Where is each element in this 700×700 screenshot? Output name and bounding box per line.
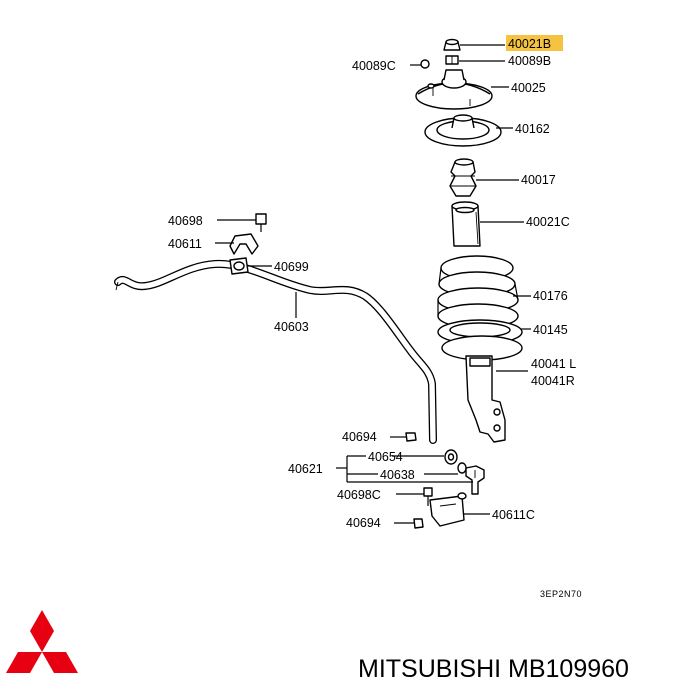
part-40654-bushing[interactable] <box>444 449 458 465</box>
brand-part-number: MITSUBISHI MB109960 <box>358 655 629 683</box>
part-40025[interactable] <box>415 69 493 110</box>
label-40089C: 40089C <box>352 59 396 73</box>
label-40017: 40017 <box>521 173 556 187</box>
part-40162[interactable] <box>424 114 502 147</box>
label-40021C: 40021C <box>526 215 570 229</box>
label-40611C: 40611C <box>492 508 535 522</box>
part-40694-nut-b[interactable] <box>413 518 424 529</box>
part-40041[interactable] <box>441 335 523 443</box>
part-40089B[interactable] <box>445 55 459 65</box>
label-40041R: 40041R <box>531 374 575 388</box>
mitsubishi-logo-icon <box>6 610 78 673</box>
part-40611-bracket[interactable] <box>229 233 259 255</box>
part-40698-bolt[interactable] <box>255 213 267 232</box>
part-40638-washer[interactable] <box>457 462 467 474</box>
label-40698C: 40698C <box>337 488 381 502</box>
label-40694-b: 40694 <box>346 516 381 530</box>
label-40603: 40603 <box>274 320 309 334</box>
label-40025: 40025 <box>511 81 546 95</box>
part-40694-nut-a[interactable] <box>405 432 417 442</box>
label-40694-a: 40694 <box>342 430 377 444</box>
highlighted-part-marker <box>506 35 563 51</box>
part-40621-link[interactable] <box>465 465 485 495</box>
label-40176: 40176 <box>533 289 568 303</box>
label-40041L: 40041 L <box>531 357 576 371</box>
label-40145: 40145 <box>533 323 568 337</box>
part-40611C-bracket[interactable] <box>429 492 467 527</box>
label-40021B: 40021B <box>508 37 551 51</box>
part-40021B[interactable] <box>443 38 461 51</box>
part-40021C[interactable] <box>451 201 481 247</box>
label-40699: 40699 <box>274 260 309 274</box>
part-40698C-bolt[interactable] <box>423 487 433 506</box>
label-40698: 40698 <box>168 214 203 228</box>
label-40162: 40162 <box>515 122 550 136</box>
part-40089C[interactable] <box>420 59 430 69</box>
part-40017[interactable] <box>449 158 477 197</box>
label-40089B: 40089B <box>508 54 551 68</box>
label-40638: 40638 <box>380 468 415 482</box>
part-40699-bushing[interactable] <box>229 257 249 275</box>
label-40611: 40611 <box>168 237 202 251</box>
label-40621: 40621 <box>288 462 323 476</box>
diagram-code: 3EP2N70 <box>540 589 582 599</box>
part-40176[interactable] <box>437 255 519 329</box>
label-40654: 40654 <box>368 450 403 464</box>
part-40603-stabilizer-bar[interactable] <box>114 259 437 444</box>
